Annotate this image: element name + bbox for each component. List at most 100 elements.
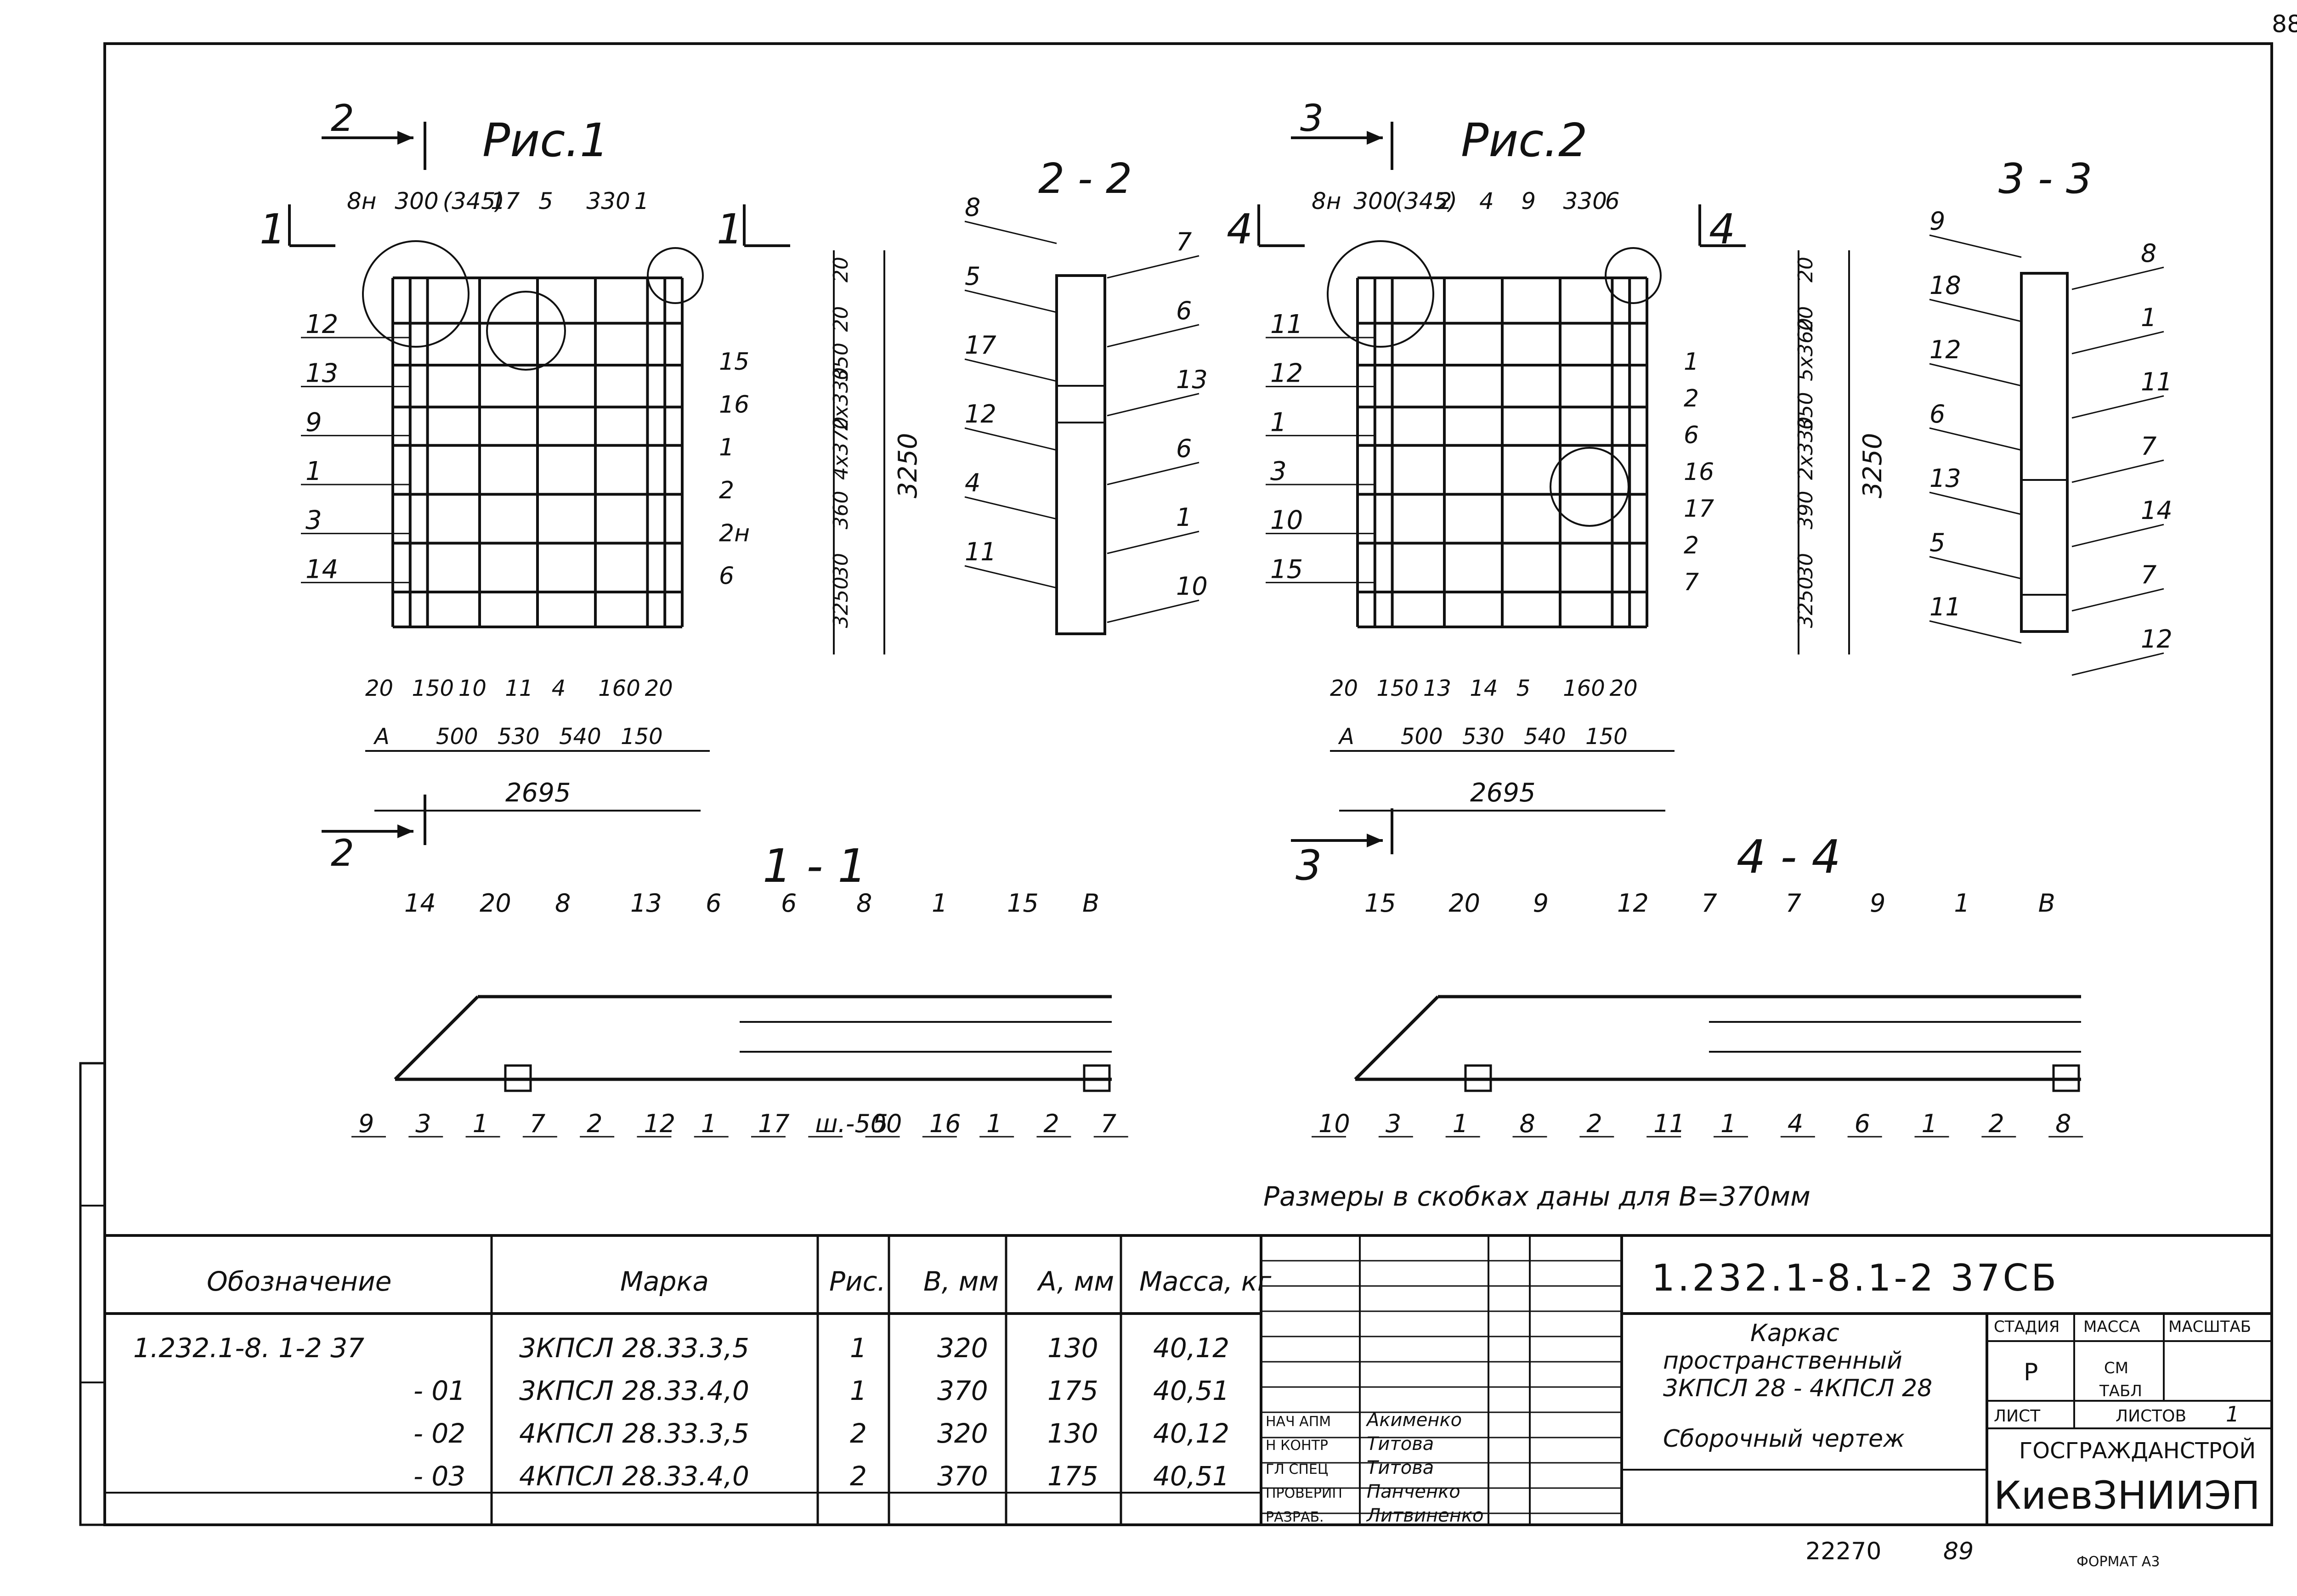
dimension-note: Размеры в скобках даны для B=370мм <box>1263 1181 1810 1212</box>
stamp-role: НАЧ АПМ <box>1266 1414 1331 1430</box>
spec-cell: 40,12 <box>1153 1332 1229 1364</box>
fig1-right-label: 2 <box>719 477 734 504</box>
fig2-left-label: 1 <box>1270 407 1287 437</box>
fig2-dim-right: 20 <box>1794 257 1817 282</box>
section44-top-label: 9 <box>1870 889 1885 918</box>
section11-bottom-label: 2 <box>1043 1109 1059 1138</box>
sheets-label: ЛИСТОВ <box>2116 1407 2186 1426</box>
fig1-width-dim: 2695 <box>505 778 571 808</box>
spec-header: B, мм <box>923 1266 999 1297</box>
section22-label: 17 <box>965 331 996 360</box>
section44-top-label: 9 <box>1533 889 1549 918</box>
spec-cell: 130 <box>1047 1332 1098 1364</box>
spec-cell: 3КПСЛ 28.33.4,0 <box>519 1375 749 1406</box>
section33-label: 11 <box>2141 367 2173 396</box>
org-ministry: ГОСГРАЖДАНСТРОЙ <box>2019 1438 2256 1464</box>
spec-header: Рис. <box>829 1266 886 1297</box>
spec-cell: 2 <box>850 1461 867 1492</box>
section44-top-label: B <box>2038 889 2055 918</box>
fig1-dim-bottom: 11 <box>505 676 533 701</box>
spec-header: Марка <box>620 1266 709 1297</box>
fig2-right-label: 2 <box>1684 532 1699 559</box>
spec-cell: 320 <box>937 1418 988 1449</box>
fig2-top-label: (345) <box>1396 188 1457 214</box>
spec-cell: 4КПСЛ 28.33.3,5 <box>519 1418 749 1449</box>
section33-label: 12 <box>1929 335 1961 364</box>
fig1-dim-right: 2x330 <box>829 367 853 430</box>
title-line-2: пространственный <box>1663 1347 1902 1375</box>
fig2-dim-right: 20 <box>1794 306 1817 332</box>
fig2-dim-bottom: 13 <box>1423 676 1451 701</box>
fig1-top-label: 5 <box>538 188 553 214</box>
section33-label: 7 <box>2141 560 2156 589</box>
spec-cell: 40,51 <box>1153 1461 1229 1492</box>
section11-top-label: 15 <box>1007 889 1039 918</box>
spec-cell: 1.232.1-8. 1-2 37 <box>133 1332 364 1364</box>
fig2-top-label: 6 <box>1605 188 1620 214</box>
section44-bottom-label: 11 <box>1653 1109 1685 1138</box>
section11-title: 1 - 1 <box>763 839 867 893</box>
title-line-3: 3КПСЛ 28 - 4КПСЛ 28 <box>1663 1375 1932 1402</box>
section11-bottom-label: 3 <box>415 1109 431 1138</box>
section11-top-label: 13 <box>630 889 662 918</box>
section11-bottom-label: 7 <box>530 1109 545 1138</box>
fig1-dim-bottom: 4 <box>552 676 566 701</box>
fig2-height-dim: 3250 <box>1858 433 1888 498</box>
section33-label: 12 <box>2141 625 2173 654</box>
fig1-dim-bottom: 500 <box>436 724 478 750</box>
section33-label: 8 <box>2141 239 2156 268</box>
section11-top-label: 8 <box>555 889 571 918</box>
section33-label: 1 <box>2141 303 2156 332</box>
fig2-top-label: 2 <box>1437 188 1452 214</box>
section44-top-label: 7 <box>1701 889 1717 918</box>
section33-label: 7 <box>2141 432 2156 461</box>
fig2-dim-right: 390 <box>1794 491 1817 530</box>
fig2-right-label: 7 <box>1684 569 1699 596</box>
section22-label: 11 <box>965 537 996 566</box>
fig1-right-label: 16 <box>719 391 749 418</box>
section11-bottom-label: 1 <box>701 1109 717 1138</box>
fig2-dim-right: 350 <box>1794 392 1817 431</box>
section44-top-label: 1 <box>1954 889 1969 918</box>
section44-top-label: 12 <box>1617 889 1649 918</box>
spec-cell: 3КПСЛ 28.33.3,5 <box>519 1332 749 1364</box>
fig1-left-label: 12 <box>306 310 338 339</box>
fig2-dim-bottom: 150 <box>1585 724 1628 750</box>
section11-bottom-label: 7 <box>1101 1109 1116 1138</box>
section44-bottom-label: 2 <box>1586 1109 1602 1138</box>
section33-label: 18 <box>1929 271 1961 300</box>
spec-cell: - 02 <box>413 1418 465 1449</box>
fig1-dim-bottom: 160 <box>598 676 640 701</box>
scale-header: МАСШТАБ <box>2168 1318 2251 1336</box>
fig1-dim-right: 30 <box>829 553 853 579</box>
fig2-left-label: 15 <box>1270 554 1303 584</box>
fig1-right-label: 1 <box>719 434 734 462</box>
fig2-left-label: 3 <box>1270 457 1287 486</box>
section11-bottom-label: 5 <box>872 1109 888 1138</box>
spec-cell: 175 <box>1047 1375 1098 1406</box>
section11-bottom-label: ш.-500 <box>815 1109 902 1138</box>
spec-cell: - 03 <box>413 1461 465 1492</box>
section11-bottom-label: 1 <box>986 1109 1002 1138</box>
fig2-dim-bottom: 20 <box>1330 676 1358 701</box>
section11-bottom-label: 17 <box>758 1109 790 1138</box>
fig1-left-label: 9 <box>306 407 322 437</box>
mass-header: МАССА <box>2083 1318 2140 1336</box>
stamp-person: Панченко <box>1367 1481 1460 1502</box>
spec-cell: 130 <box>1047 1418 1098 1449</box>
spec-cell: 1 <box>850 1375 867 1406</box>
stamp-person: Акименко <box>1365 1410 1462 1431</box>
section11-bottom-label: 16 <box>929 1109 961 1138</box>
fig1-top-label: 1 <box>634 188 649 214</box>
fig1-right-label: 6 <box>719 563 734 590</box>
fig1-dim-bottom: 20 <box>365 676 393 701</box>
fig1-top-label: 17 <box>491 188 520 214</box>
fig1-dim-right: 350 <box>829 343 853 381</box>
stamp-role: ГЛ СПЕЦ <box>1266 1461 1328 1478</box>
fig2-right-label: 16 <box>1684 458 1714 486</box>
mass-value-2: ТАБЛ <box>2099 1382 2142 1400</box>
fig2-right-label: 6 <box>1684 422 1699 449</box>
